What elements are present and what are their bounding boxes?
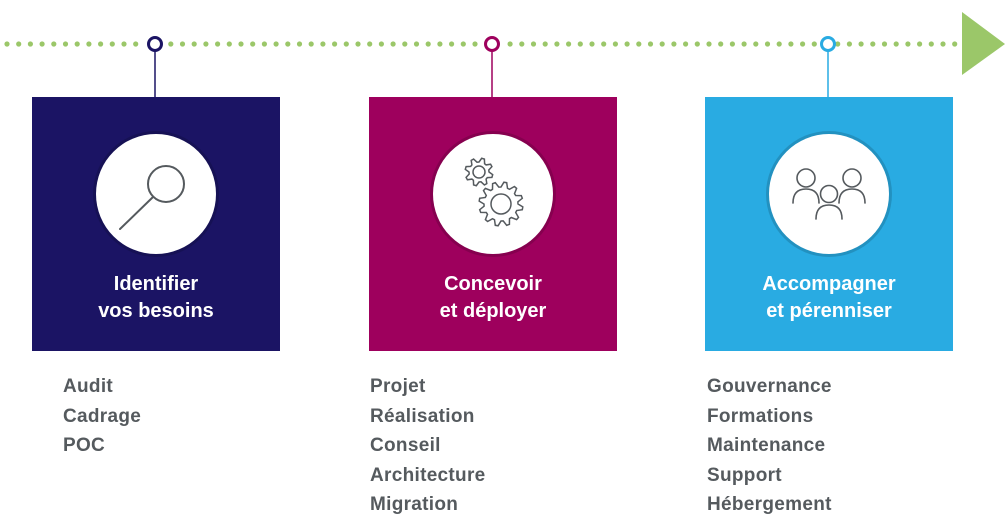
step-title-line2: et pérenniser: [766, 300, 892, 322]
step-title: Concevoir et déployer: [369, 271, 617, 325]
marker-step-1: [147, 36, 163, 52]
list-item: Audit: [63, 376, 114, 397]
step-title: Accompagner et pérenniser: [705, 271, 953, 325]
gears-icon: [464, 157, 524, 227]
list-item: Formations: [707, 405, 814, 427]
list-item: POC: [63, 435, 106, 456]
step-icon-circle: [769, 134, 889, 254]
step-card-concevoir: Concevoir et déployer: [369, 97, 617, 351]
people-icon: [792, 168, 866, 220]
step-2-items: Projet Réalisation Conseil Architecture …: [370, 372, 486, 520]
step-title-line1: Identifier: [113, 273, 199, 295]
step-card-identifier: Identifier vos besoins: [32, 97, 280, 351]
timeline-arrow-head: [962, 12, 1005, 75]
list-item: Maintenance: [707, 435, 826, 456]
timeline-dotted-line: [4, 41, 958, 47]
list-item: Projet: [370, 376, 426, 397]
step-title: Identifier vos besoins: [32, 271, 280, 325]
timeline: [4, 12, 1005, 98]
magnifier-icon: [119, 165, 185, 230]
marker-step-2: [484, 36, 500, 52]
step-1-items: Audit Cadrage POC: [63, 372, 141, 461]
list-item: Hébergement: [707, 494, 832, 515]
step-3-items: Gouvernance Formations Maintenance Suppo…: [707, 372, 832, 520]
step-icon-circle: [433, 134, 553, 254]
list-item: Conseil: [370, 435, 441, 456]
list-item: Cadrage: [63, 405, 142, 427]
list-item: Architecture: [370, 464, 486, 486]
list-item: Migration: [370, 494, 459, 515]
list-item: Gouvernance: [707, 376, 832, 397]
marker-step-3: [820, 36, 836, 52]
step-icon-circle: [96, 134, 216, 254]
step-title-line2: et déployer: [439, 300, 547, 322]
list-item: Réalisation: [370, 405, 475, 427]
step-title-line1: Accompagner: [762, 273, 896, 295]
list-item: Support: [707, 464, 782, 486]
step-title-line1: Concevoir: [444, 273, 542, 295]
step-card-accompagner: Accompagner et pérenniser: [705, 97, 953, 351]
step-title-line2: vos besoins: [98, 300, 214, 322]
